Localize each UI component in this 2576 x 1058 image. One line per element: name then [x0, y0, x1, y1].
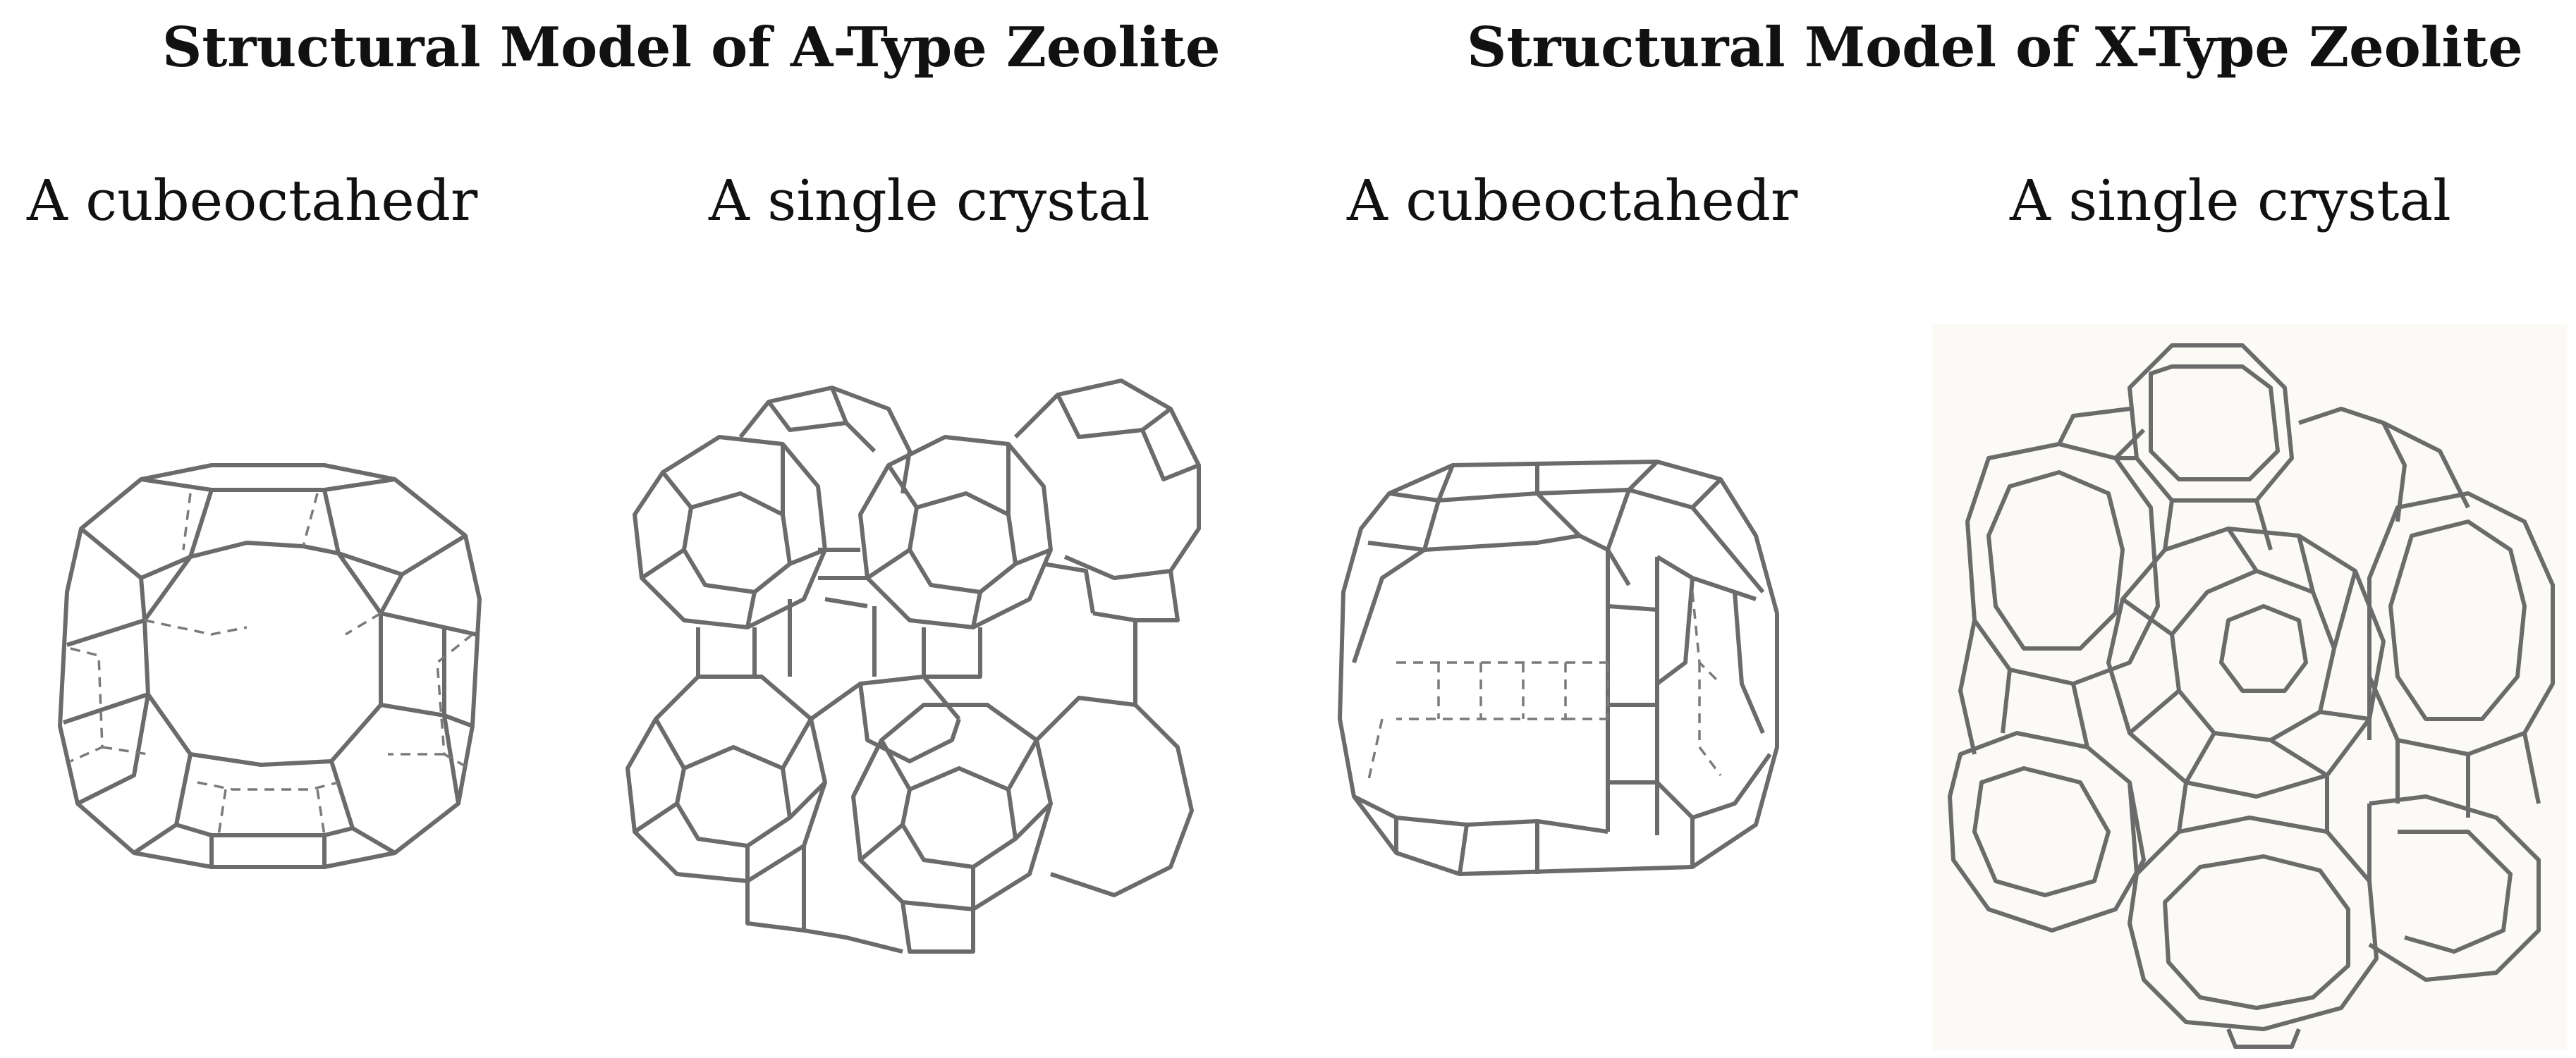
caption-a-cubeoctahedron: A cubeoctahedr	[27, 168, 478, 233]
a-type-cubeoctahedron-figure	[49, 451, 494, 888]
title-x-type: Structural Model of X-Type Zeolite	[1467, 16, 2523, 80]
x-type-single-crystal-figure	[1932, 324, 2567, 1050]
caption-x-cubeoctahedron: A cubeoctahedr	[1347, 168, 1798, 233]
title-a-type: Structural Model of A-Type Zeolite	[162, 16, 1221, 80]
a-type-single-crystal-figure	[578, 367, 1255, 987]
caption-a-single-crystal: A single crystal	[709, 168, 1150, 233]
caption-x-single-crystal: A single crystal	[2010, 168, 2451, 233]
x-type-cubeoctahedron-figure	[1326, 451, 1784, 895]
